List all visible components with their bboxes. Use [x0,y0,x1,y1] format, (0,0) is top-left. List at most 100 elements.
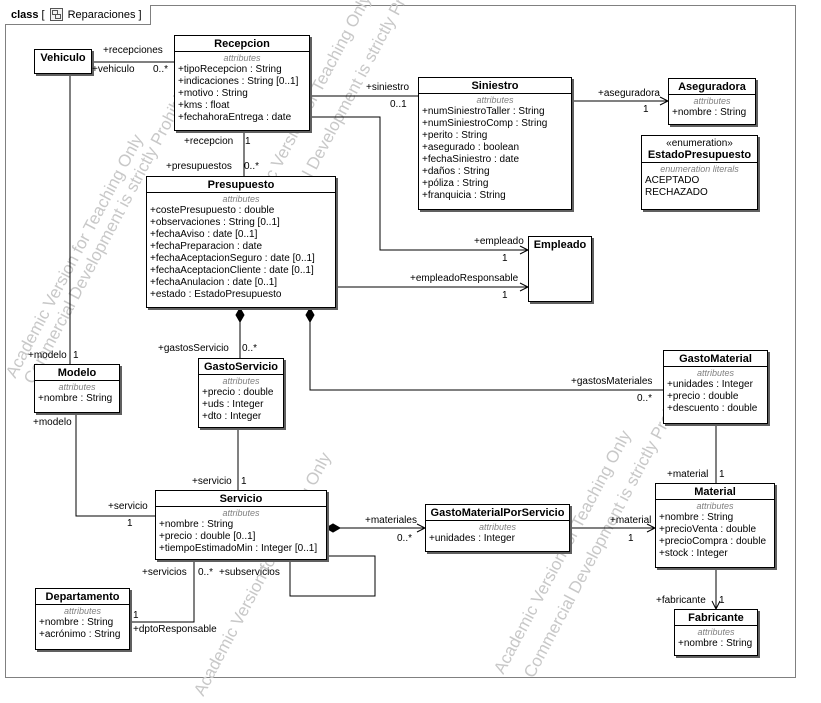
role-label: +material [667,469,709,480]
attribute: +fechaPreparacion : date [150,241,263,252]
literal: ACEPTADO [645,175,700,186]
attributes-section: attributes +nombre : String [35,381,119,408]
composition-diamond [235,306,245,324]
attributes-section: attributes +tipoRecepcion : String +indi… [175,52,309,127]
role-label: +modelo [28,350,67,361]
role-label: +recepciones [103,45,163,56]
multiplicity-label: 0..* [244,161,260,172]
composition-diamond [324,523,342,533]
attributes-section: attributes +nombre : String [669,95,755,122]
attributes-section: attributes +unidades : Integer [426,521,569,548]
class-name: Departamento [36,589,129,605]
attribute: +precioCompra : double [659,536,767,547]
literals-section: enumeration literals ACEPTADO RECHAZADO [642,163,757,202]
role-label: +subservicios [219,567,280,578]
attributes-section: attributes +nombre : String +precio : do… [156,507,326,558]
attributes-section: attributes +nombre : String +acrónimo : … [36,605,129,644]
attribute: +nombre : String [672,107,747,118]
assoc-servicio-departamento [130,560,195,623]
attribute: +nombre : String [659,512,734,523]
stereotype: «enumeration» [666,138,733,149]
diagram-name: Reparaciones [67,8,136,21]
attribute: +indicaciones : String [0..1] [178,76,299,87]
class-servicio[interactable]: Servicio attributes +nombre : String +pr… [155,490,327,560]
class-modelo[interactable]: Modelo attributes +nombre : String [34,364,120,413]
attribute: +unidades : Integer [667,379,753,390]
role-label: +servicio [192,476,232,487]
attribute: +unidades : Integer [429,533,515,544]
class-gastomaterialporservicio[interactable]: GastoMaterialPorServicio attributes +uni… [425,504,570,552]
multiplicity-label: 1 [719,469,725,480]
attribute: +perito : String [422,130,488,141]
attribute: +tipoRecepcion : String [178,64,282,75]
role-label: +modelo [33,417,72,428]
diagram-frame [5,5,796,678]
class-name: GastoServicio [199,359,283,375]
role-label: +servicios [142,567,187,578]
role-label: +dptoResponsable [133,624,217,635]
multiplicity-label: 0..* [397,533,413,544]
class-name: GastoMaterial [664,351,767,367]
class-name: Siniestro [419,78,571,94]
attribute: +observaciones : String [0..1] [150,217,280,228]
attributes-section: attributes +costePresupuesto : double +o… [147,193,335,304]
diagram-tab[interactable]: class [ Reparaciones ] [5,5,151,25]
class-name: GastoMaterialPorServicio [426,505,569,521]
role-label: +aseguradora [598,88,660,99]
role-label: +materiales [365,515,417,526]
attribute: +kms : float [178,100,230,111]
class-vehiculo[interactable]: Vehiculo [34,49,92,74]
attribute: +fechaSiniestro : date [422,154,520,165]
role-label: +material [610,515,652,526]
attribute: +franquicia : String [422,190,506,201]
attribute: +descuento : double [667,403,758,414]
literal: RECHAZADO [645,187,708,198]
role-label: +recepcion [184,136,234,147]
class-name: Recepcion [175,36,309,52]
attribute: +fechaAviso : date [0..1] [150,229,258,240]
role-label: +gastosMateriales [571,376,653,387]
attribute: +fechahoraEntrega : date [178,112,292,123]
class-name: «enumeration» EstadoPresupuesto [642,136,757,163]
class-departamento[interactable]: Departamento attributes +nombre : String… [35,588,130,650]
role-label: +vehiculo [92,64,135,75]
class-siniestro[interactable]: Siniestro attributes +numSiniestroTaller… [418,77,572,210]
attributes-section: attributes +numSiniestroTaller : String … [419,94,571,205]
class-material[interactable]: Material attributes +nombre : String +pr… [655,483,775,568]
attributes-section: attributes +nombre : String +precioVenta… [656,500,774,563]
class-name: Modelo [35,365,119,381]
attribute: +tiempoEstimadoMin : Integer [0..1] [159,543,318,554]
attribute: +dto : Integer [202,411,262,422]
class-aseguradora[interactable]: Aseguradora attributes +nombre : String [668,78,756,125]
multiplicity-label: 0..* [198,567,214,578]
class-presupuesto[interactable]: Presupuesto attributes +costePresupuesto… [146,176,336,308]
class-gastoservicio[interactable]: GastoServicio attributes +precio : doubl… [198,358,284,428]
attribute: +numSiniestroTaller : String [422,106,545,117]
class-fabricante[interactable]: Fabricante attributes +nombre : String [674,609,758,656]
package-icon [49,8,63,21]
class-gastomaterial[interactable]: GastoMaterial attributes +unidades : Int… [663,350,768,424]
attribute: +fechaAnulacion : date [0..1] [150,277,278,288]
attribute: +daños : String [422,166,490,177]
multiplicity-label: 1 [719,595,725,606]
class-name: Material [656,484,774,500]
attribute: +numSiniestroComp : String [422,118,548,129]
attribute: +póliza : String [422,178,489,189]
attribute: +motivo : String [178,88,248,99]
attribute: +precio : double [0..1] [159,531,256,542]
attribute: +precio : double [667,391,739,402]
role-label: +empleadoResponsable [410,273,519,284]
attributes-section: attributes +precio : double +uds : Integ… [199,375,283,426]
role-label: +empleado [474,236,524,247]
class-name: Aseguradora [669,79,755,95]
multiplicity-label: 1 [628,533,634,544]
attribute: +precioVenta : double [659,524,757,535]
multiplicity-label: 1 [133,610,139,621]
class-estadopresupuesto[interactable]: «enumeration» EstadoPresupuesto enumerat… [641,135,758,210]
attribute: +uds : Integer [202,399,264,410]
multiplicity-label: 1 [245,136,251,147]
attribute: +nombre : String [39,617,114,628]
class-empleado[interactable]: Empleado [528,236,592,302]
class-recepcion[interactable]: Recepcion attributes +tipoRecepcion : St… [174,35,310,131]
